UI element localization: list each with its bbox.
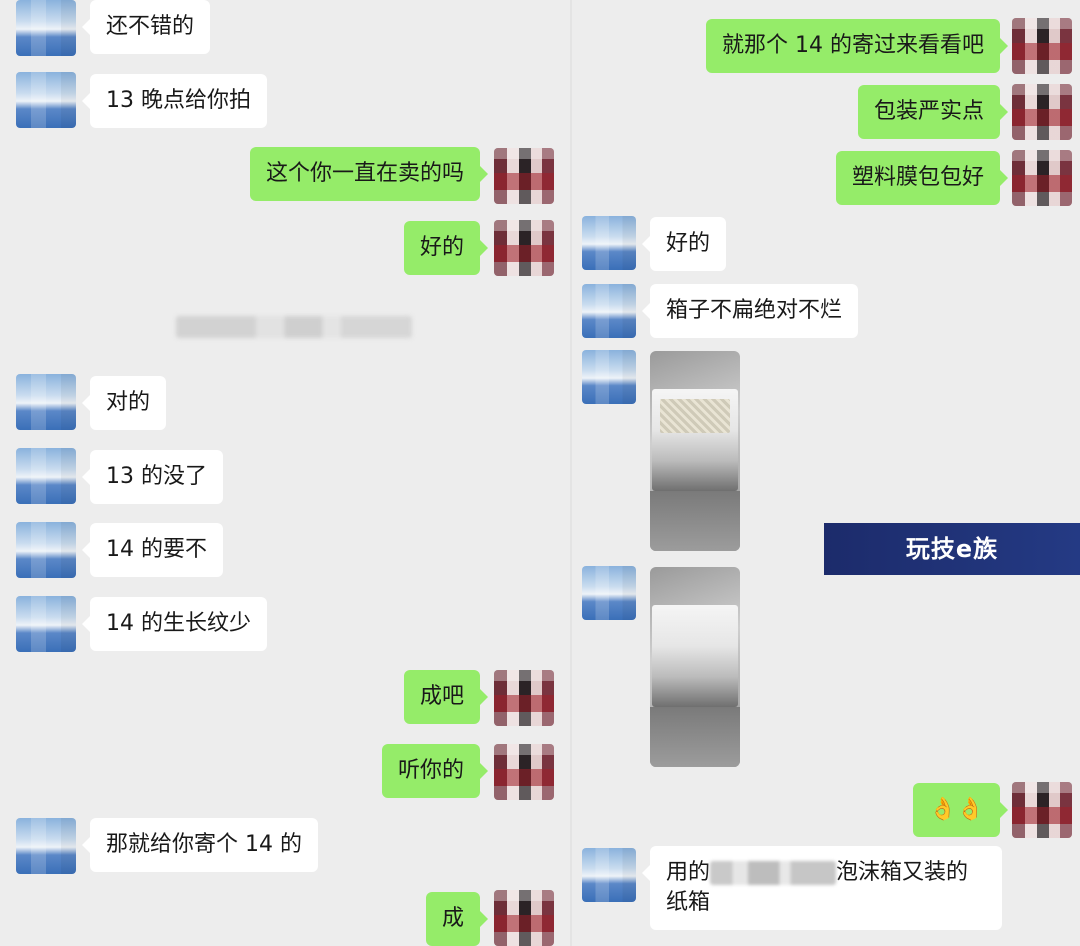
foam-box-image [652, 605, 738, 707]
message-bubble[interactable]: 成 [425, 892, 489, 946]
contact-avatar[interactable] [582, 566, 636, 620]
message-text: 那就给你寄个 14 的 [106, 832, 302, 857]
message-text: 包装严实点 [873, 99, 984, 124]
message-bubble[interactable]: 用的泡沫箱又装的纸箱 [642, 846, 1002, 930]
contact-avatar[interactable] [16, 596, 76, 652]
ok-hand-emoji: 👌👌 [929, 797, 984, 822]
photo-message-foam-box-open[interactable] [650, 351, 740, 551]
timestamp-redacted [176, 316, 412, 338]
message-text: 好的 [419, 235, 464, 260]
my-avatar[interactable] [1012, 782, 1072, 838]
right-chat-panel: 就那个 14 的寄过来看看吧 包装严实点 塑料膜包包好 好的 箱子不扁绝对不烂 … [572, 0, 1080, 946]
contact-avatar[interactable] [16, 374, 76, 430]
contact-avatar[interactable] [582, 216, 636, 270]
message-text: 成 [441, 906, 464, 931]
message-bubble[interactable]: 对的 [81, 376, 167, 430]
message-text: 泡沫箱又装的纸箱 [666, 860, 969, 915]
message-bubble[interactable]: 还不错的 [81, 0, 211, 54]
message-bubble[interactable]: 👌👌 [913, 783, 1008, 837]
my-avatar[interactable] [494, 220, 554, 276]
my-avatar[interactable] [494, 148, 554, 204]
my-avatar[interactable] [494, 670, 554, 726]
message-bubble[interactable]: 13 晚点给你拍 [82, 74, 267, 128]
message-text: 好的 [666, 231, 711, 256]
message-text: 箱子不扁绝对不烂 [666, 298, 843, 323]
floor-image [650, 491, 740, 551]
my-avatar[interactable] [494, 744, 554, 800]
message-bubble[interactable]: 听你的 [381, 744, 489, 798]
message-text: 听你的 [397, 758, 464, 783]
message-text: 对的 [106, 390, 151, 415]
message-bubble[interactable]: 包装严实点 [857, 85, 1009, 139]
redacted-text [710, 861, 837, 885]
message-bubble[interactable]: 好的 [403, 221, 489, 275]
contact-avatar[interactable] [582, 848, 636, 902]
contact-avatar[interactable] [582, 350, 636, 404]
message-bubble[interactable]: 塑料膜包包好 [835, 151, 1009, 205]
message-text: 成吧 [419, 684, 464, 709]
message-text: 13 的没了 [106, 464, 207, 489]
message-bubble[interactable]: 14 的要不 [82, 523, 223, 577]
my-avatar[interactable] [1012, 150, 1072, 206]
my-avatar[interactable] [494, 890, 554, 946]
site-watermark: 玩技e族 [824, 523, 1080, 575]
message-bubble[interactable]: 14 的生长纹少 [82, 597, 267, 651]
my-avatar[interactable] [1012, 18, 1072, 74]
message-text: 13 晚点给你拍 [106, 88, 251, 113]
panel-divider [570, 0, 572, 946]
floor-image [650, 707, 740, 767]
contact-avatar[interactable] [16, 72, 76, 128]
my-avatar[interactable] [1012, 84, 1072, 140]
message-bubble[interactable]: 成吧 [403, 670, 489, 724]
photo-message-foam-box-closed[interactable] [650, 567, 740, 767]
message-bubble[interactable]: 好的 [641, 217, 727, 271]
message-text: 这个你一直在卖的吗 [265, 161, 464, 186]
message-text: 就那个 14 的寄过来看看吧 [722, 33, 984, 58]
contact-avatar[interactable] [16, 522, 76, 578]
contact-avatar[interactable] [16, 448, 76, 504]
message-bubble[interactable]: 就那个 14 的寄过来看看吧 [706, 19, 1008, 73]
left-chat-panel: 还不错的 13 晚点给你拍 这个你一直在卖的吗 好的 对的 13 的没了 14 … [16, 0, 554, 946]
message-bubble[interactable]: 那就给你寄个 14 的 [82, 818, 318, 872]
message-bubble[interactable]: 箱子不扁绝对不烂 [641, 284, 859, 338]
message-text: 用的 [666, 860, 711, 885]
message-text: 14 的要不 [106, 537, 207, 562]
message-bubble[interactable]: 这个你一直在卖的吗 [249, 147, 489, 201]
message-text: 还不错的 [106, 14, 195, 39]
foam-box-image [652, 389, 738, 491]
contact-avatar[interactable] [16, 0, 76, 56]
message-text: 塑料膜包包好 [851, 165, 984, 190]
contact-avatar[interactable] [16, 818, 76, 874]
message-text: 14 的生长纹少 [106, 611, 251, 636]
message-bubble[interactable]: 13 的没了 [82, 450, 223, 504]
contact-avatar[interactable] [582, 284, 636, 338]
